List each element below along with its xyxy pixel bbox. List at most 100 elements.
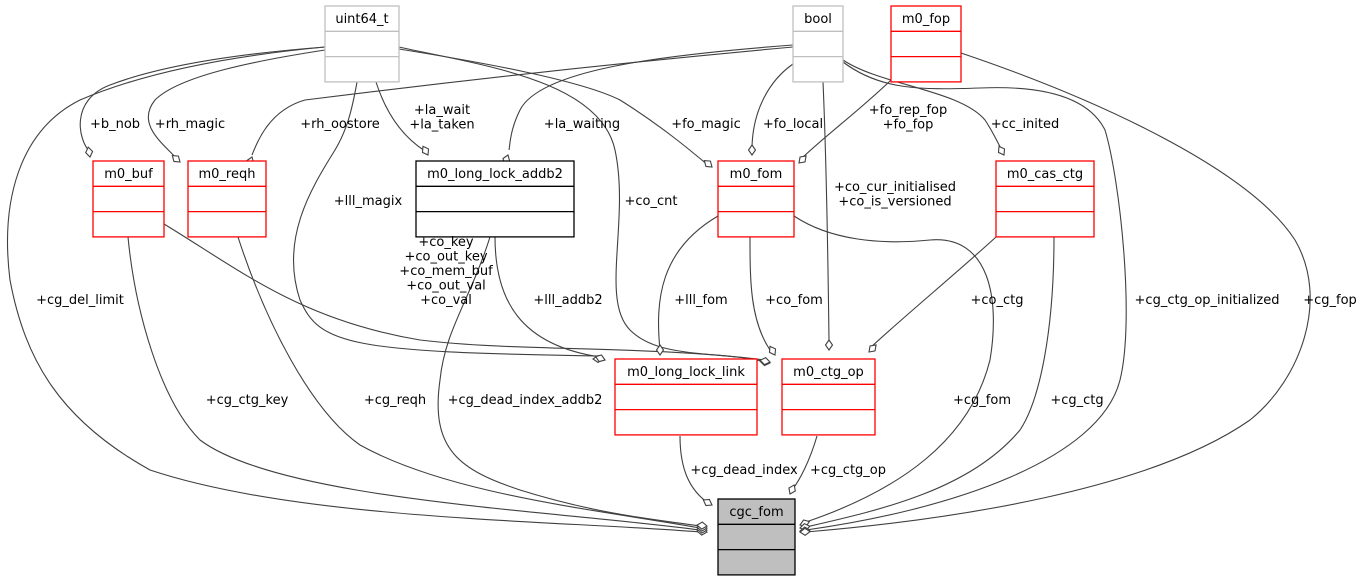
class-node-m0-reqh[interactable]: m0_reqh [187,160,267,238]
edge-lll-addb2 [494,236,606,363]
edge-label-line: +fo_rep_fop [869,103,948,118]
edge-label-line: +co_is_versioned [838,194,951,209]
aggregation-diamond-icon [85,146,94,158]
class-box [792,5,844,83]
edge-line [163,223,766,361]
aggregation-diamond-icon [421,145,430,156]
class-box [781,358,876,436]
class-name: m0_buf [104,167,153,182]
class-node-uint64-t[interactable]: uint64_t [324,5,400,83]
class-box [324,5,400,83]
class-node-m0-fom[interactable]: m0_fom [717,160,795,238]
class-node-cgc-fom[interactable]: cgc_fom [717,498,796,576]
edge-line [822,81,830,341]
edge-label: +b_nob [90,117,140,132]
class-box [614,358,758,436]
edge-label-line: +cg_fom [953,393,1011,408]
edge-line [793,215,994,523]
edge-line [842,59,1004,153]
edge-label-line: +co_ctg [971,293,1024,308]
class-box [995,160,1095,238]
edge-label: +cg_ctg [1050,393,1103,408]
edge-label-line: +co_fom [765,293,823,308]
aggregation-diamond-icon [868,344,877,353]
aggregation-diamond-icon [759,357,771,366]
aggregation-diamond-icon [788,484,796,495]
aggregation-diamond-icon [747,144,757,156]
class-name: cgc_fom [729,505,783,520]
edge-label-line: +cg_reqh [364,393,426,408]
edge-label: +la_wait+la_taken [409,103,474,133]
edge-line [679,435,709,504]
edge-line [127,236,701,531]
class-node-m0-cas-ctg[interactable]: m0_cas_ctg [995,160,1095,238]
edge-line [658,215,719,351]
class-node-m0-ctg-op[interactable]: m0_ctg_op [781,358,876,436]
edge-co-key [163,223,771,366]
edge-fo-fop [798,79,892,164]
edge-line [292,81,601,357]
class-box [717,498,796,576]
edge-label: +cg_ctg_op_initialized [1135,293,1280,308]
edge-line [805,52,1311,533]
edge-label-line: +cg_ctg_op_initialized [1135,293,1280,308]
aggregation-diamond-icon [703,159,713,168]
edge-label-line: +cg_ctg [1050,393,1103,408]
edge-line [79,46,326,153]
class-box [415,160,575,238]
edge-line [398,46,766,363]
edge-label-line: +co_out_key [404,250,487,265]
edge-label-line: +co_mem_buf [399,264,493,279]
edge-line [251,46,794,156]
edge-line [749,236,771,351]
edge-label-line: +co_cur_initialised [834,180,956,195]
edge-label-line: +cg_fop [1303,293,1357,308]
edge-cg-dead-index [679,435,713,507]
aggregation-diamond-icon [798,155,807,164]
edge-label-line: +cg_dead_index [690,463,798,478]
edge-labels-layer: +b_nob +rh_magic +rh_oostore +la_wait+la_ta… [36,103,1357,478]
edge-line [508,44,794,151]
edge-line [147,49,326,161]
edge-label: +cg_reqh [364,393,426,408]
edge-co-ctg [868,236,997,353]
edge-label: +fo_rep_fop+fo_fop [869,103,948,133]
edge-label: +co_key+co_out_key+co_mem_buf+co_out_val… [399,235,493,308]
edge-label-line: +cc_inited [991,117,1060,132]
edge-label: +cg_ctg_key [206,393,289,408]
edge-line [7,46,701,533]
edge-line [869,236,997,349]
class-node-m0-fop[interactable]: m0_fop [890,5,962,83]
class-name: m0_fop [902,12,950,27]
edge-label: +lll_addb2 [533,293,602,308]
edge-label-line: +lll_addb2 [533,293,602,308]
class-name: bool [804,12,832,27]
edge-line [805,236,1055,528]
aggregation-diamond-icon [997,145,1006,156]
edge-label-line: +co_out_val [406,279,486,294]
edge-label-line: +rh_oostore [300,117,380,132]
edge-b-nob [79,46,326,158]
edge-label-line: +la_taken [409,117,474,132]
edge-label-line: +rh_magic [155,117,225,132]
edge-label-line: +co_val [420,293,472,308]
edge-label: +co_fom [765,293,823,308]
edge-label: +cg_fop [1303,293,1357,308]
class-name: uint64_t [335,12,388,27]
class-name: m0_fom [730,167,783,182]
edge-cg-fop [799,52,1311,536]
edge-rh-magic [147,49,326,163]
edge-label-line: +fo_local [763,117,823,132]
edge-la-wait [375,81,430,156]
class-node-m0-long-lock-link[interactable]: m0_long_lock_link [614,358,758,436]
class-node-m0-buf[interactable]: m0_buf [92,160,165,238]
class-node-m0-long-lock-addb2[interactable]: m0_long_lock_addb2 [415,160,575,238]
aggregation-diamond-icon [655,344,665,356]
edge-label: +co_cnt [625,194,678,209]
aggregation-diamond-icon [171,154,181,163]
aggregation-diamond-icon [594,354,606,363]
class-node-bool[interactable]: bool [792,5,844,83]
aggregation-diamond-icon [799,527,811,536]
edge-label: +cg_dead_index [690,463,798,478]
edges-layer [7,44,1311,536]
